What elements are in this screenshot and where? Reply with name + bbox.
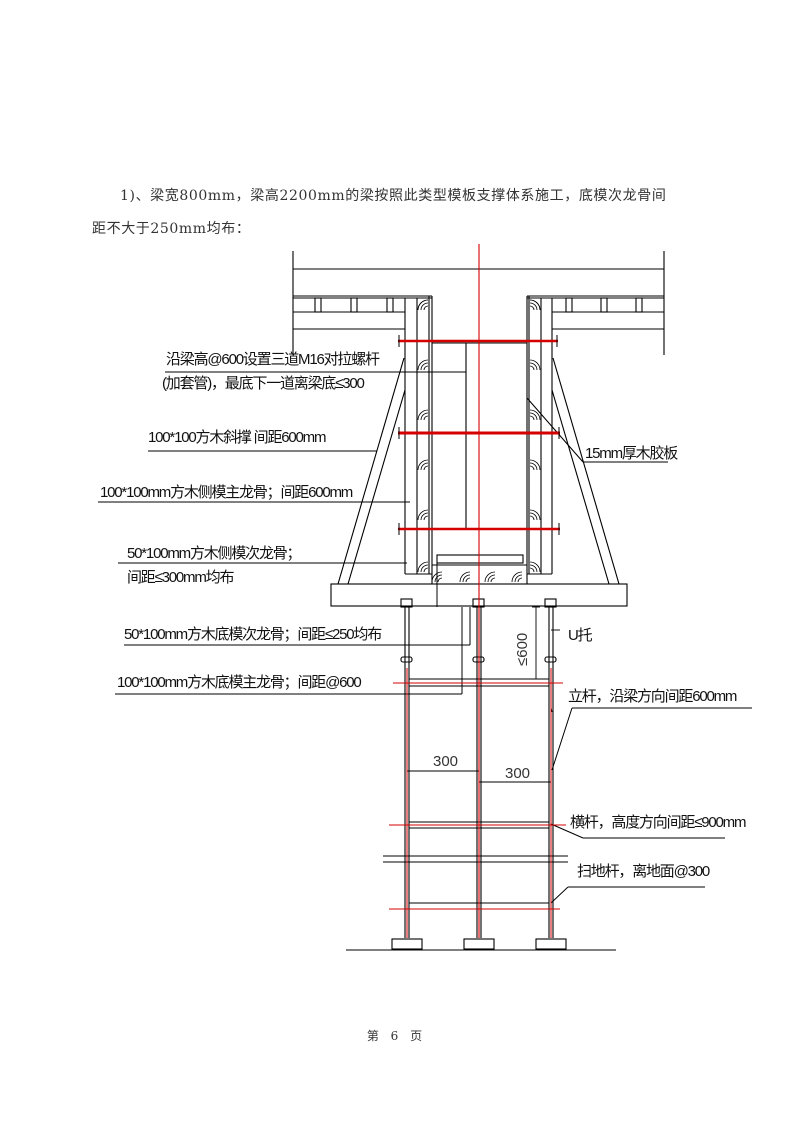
label-side-secondary-keel-2: 间距≤300mm均布 (127, 569, 234, 586)
leader-lines (98, 371, 752, 904)
label-sweep-bar: 扫地杆，离地面@300 (577, 863, 710, 880)
timber-section-marks (417, 299, 541, 583)
dimension-spacing-left: 300 (433, 753, 458, 770)
label-horizontal-bar: 横杆，高度方向间距≤900mm (570, 814, 746, 831)
label-side-secondary-keel-1: 50*100mm方木侧模次龙骨； (127, 545, 300, 562)
label-tie-bolt-1: 沿梁高@600设置三道M16对拉螺杆 (166, 351, 380, 368)
diagonal-braces (337, 357, 620, 585)
dimension-top-extension: ≤600 (514, 633, 531, 666)
tie-bolt-ends (398, 335, 560, 535)
label-side-main-keel: 100*100mm方木侧模主龙骨；间距600mm (100, 484, 353, 501)
label-bottom-secondary-keel: 50*100mm方木底模次龙骨；间距≤250均布 (124, 626, 382, 643)
label-bottom-main-keel: 100*100mm方木底模主龙骨；间距@600 (117, 674, 361, 691)
label-plywood: 15mm厚木胶板 (585, 444, 678, 462)
label-upright-pole: 立杆，沿梁方向间距600mm (568, 688, 737, 705)
page-number: 第 6 页 (366, 1029, 427, 1043)
centerline-and-tie-bolts (389, 244, 566, 938)
label-diagonal-brace: 100*100方木斜撑 间距600mm (148, 429, 326, 446)
dimension-lines (407, 606, 560, 783)
paragraph-line-1: 1)、梁宽800mm，梁高2200mm的梁按照此类型模板支撑体系施工，底模次龙骨… (120, 188, 667, 204)
scaffold-uprights (404, 607, 554, 938)
horizontal-bars (383, 678, 568, 910)
label-tie-bolt-2: (加套管)，最底下一道离梁底≤300 (162, 375, 365, 392)
floor-slab (292, 251, 665, 355)
paragraph-line-2: 距不大于250mm均布： (92, 221, 251, 237)
base-plates (346, 938, 616, 951)
label-u-jack: U托 (568, 627, 593, 644)
dimension-spacing-right: 300 (505, 765, 530, 782)
